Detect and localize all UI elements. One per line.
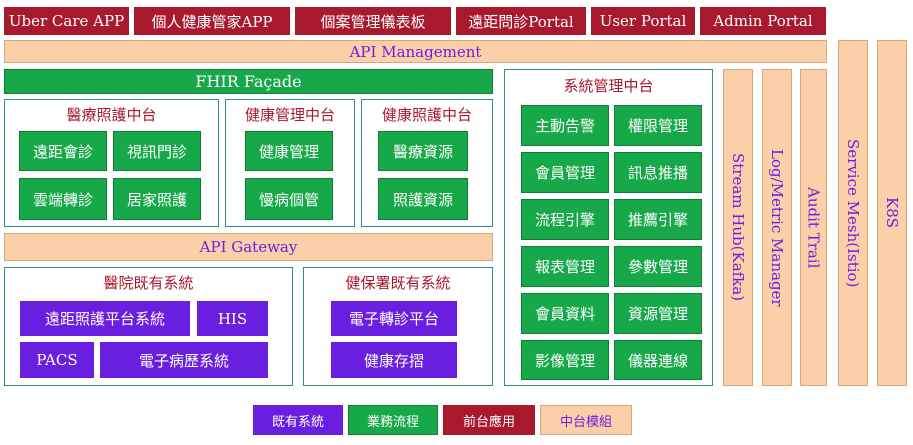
api-gateway-bar: API Gateway	[4, 233, 493, 261]
module-medical-resources: 醫療資源	[378, 131, 468, 171]
legend-frontend-application: 前台應用	[443, 405, 535, 435]
hospital-systems-title: 醫院既有系統	[103, 273, 194, 292]
k8s-bar: K8S	[877, 40, 907, 386]
system-e-referral-platform: 電子轉診平台	[331, 301, 457, 336]
service-mesh-istio-bar: Service Mesh(Istio)	[838, 40, 868, 386]
module-resource-management: 資源管理	[614, 293, 702, 334]
module-health-management: 健康管理	[245, 131, 333, 171]
module-member-data: 會員資料	[521, 293, 609, 334]
front-app-uber-care: Uber Care APP	[4, 7, 129, 35]
system-emr: 電子病歷系統	[100, 342, 268, 378]
module-care-resources: 照護資源	[378, 178, 468, 220]
module-workflow-engine: 流程引擎	[521, 199, 609, 240]
front-app-case-dashboard: 個案管理儀表板	[295, 7, 451, 35]
log-metric-manager-bar: Log/Metric Manager	[762, 69, 792, 386]
stream-hub-kafka-bar: Stream Hub(Kafka)	[723, 69, 753, 386]
system-health-passbook: 健康存摺	[331, 342, 457, 378]
module-message-push: 訊息推播	[614, 152, 702, 193]
module-remote-consultation: 遠距會診	[19, 131, 107, 171]
module-cloud-referral: 雲端轉診	[19, 178, 107, 220]
module-device-connection: 儀器連線	[614, 340, 702, 380]
front-app-telemedicine-portal: 遠距問診Portal	[456, 7, 586, 35]
api-management-bar: API Management	[4, 40, 827, 63]
front-app-admin-portal: Admin Portal	[700, 7, 826, 35]
module-image-management: 影像管理	[521, 340, 609, 380]
module-active-alert: 主動告警	[521, 105, 609, 146]
nhi-systems-title: 健保署既有系統	[345, 273, 451, 292]
system-telecare-platform: 遠距照護平台系統	[20, 301, 190, 336]
module-video-clinic: 視訊門診	[113, 131, 201, 171]
module-report-management: 報表管理	[521, 246, 609, 287]
system-management-platform-title: 系統管理中台	[563, 76, 654, 95]
module-recommendation-engine: 推薦引擎	[614, 199, 702, 240]
module-member-management: 會員管理	[521, 152, 609, 193]
module-chronic-case-management: 慢病個管	[245, 178, 333, 220]
health-care-platform-title: 健康照護中台	[381, 105, 472, 124]
front-app-health-butler: 個人健康管家APP	[134, 7, 290, 35]
module-permission-management: 權限管理	[614, 105, 702, 146]
fhir-facade-bar: FHIR Façade	[4, 69, 493, 94]
legend-legacy-system: 既有系統	[253, 405, 343, 435]
health-management-platform-title: 健康管理中台	[244, 105, 335, 124]
module-home-care: 居家照護	[113, 178, 201, 220]
front-app-user-portal: User Portal	[591, 7, 695, 35]
system-pacs: PACS	[20, 342, 94, 378]
module-parameter-management: 參數管理	[614, 246, 702, 287]
system-his: HIS	[197, 301, 268, 336]
legend-business-process: 業務流程	[348, 405, 438, 435]
legend-middle-platform-module: 中台模組	[540, 405, 632, 435]
audit-trail-bar: Audit Trail	[800, 69, 827, 386]
medical-care-platform-title: 醫療照護中台	[66, 105, 157, 124]
